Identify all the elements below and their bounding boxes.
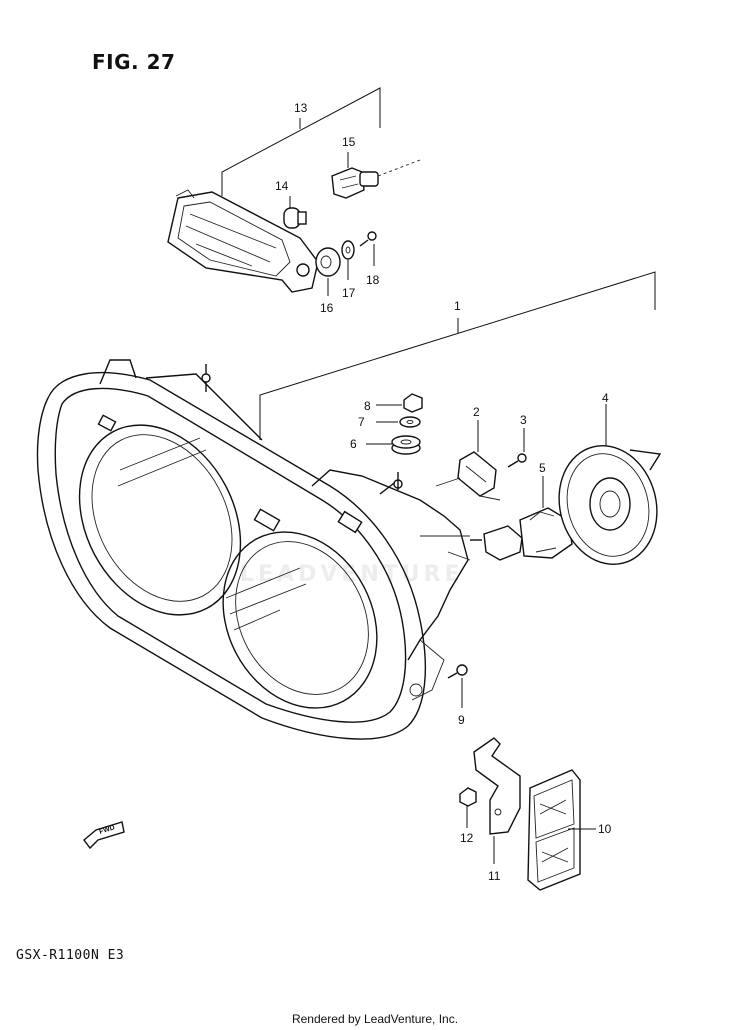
bracket-11 [473, 737, 521, 864]
callout-15: 15 [342, 135, 356, 149]
screw-9 [447, 664, 468, 708]
callout-6: 6 [350, 437, 357, 451]
screw-3 [507, 428, 527, 468]
turn-signal-lens [167, 189, 319, 293]
callout-9: 9 [458, 713, 465, 727]
headlight-housing [36, 359, 482, 740]
callout-17: 17 [342, 286, 356, 300]
callout-11: 11 [488, 869, 501, 883]
callout-12: 12 [460, 831, 474, 845]
callout-5: 5 [539, 461, 546, 475]
socket-15 [331, 152, 421, 199]
callout-18: 18 [366, 273, 380, 287]
group-bracket-13 [221, 87, 381, 196]
washer-7 [376, 416, 421, 428]
washer-17 [341, 240, 355, 280]
bulb-cover-4 [558, 404, 662, 565]
reflector-10 [527, 769, 596, 891]
figure-title: FIG. 27 [92, 50, 176, 74]
nut-8 [376, 393, 423, 413]
screw-18 [359, 231, 377, 266]
grommet-6 [366, 435, 421, 455]
callout-2: 2 [473, 405, 480, 419]
nut-12 [459, 787, 477, 828]
fwd-arrow-icon: FWD [83, 821, 125, 850]
callout-14: 14 [275, 179, 289, 193]
callout-1: 1 [454, 299, 461, 313]
callout-16: 16 [320, 301, 334, 315]
bulb-14 [283, 196, 307, 229]
headlight-bulb-5 [483, 476, 573, 561]
model-code: GSX-R1100N E3 [16, 948, 125, 963]
grommet-16 [315, 247, 341, 296]
clamp-2 [435, 420, 501, 501]
callout-7: 7 [358, 415, 365, 429]
footer-credit: Rendered by LeadVenture, Inc. [291, 1012, 459, 1026]
callout-4: 4 [602, 391, 609, 405]
callout-10: 10 [598, 822, 612, 836]
callout-13: 13 [294, 101, 308, 115]
fwd-label: FWD [98, 824, 115, 836]
callout-3: 3 [520, 413, 527, 427]
callout-8: 8 [364, 399, 371, 413]
group-bracket-1 [259, 271, 656, 440]
